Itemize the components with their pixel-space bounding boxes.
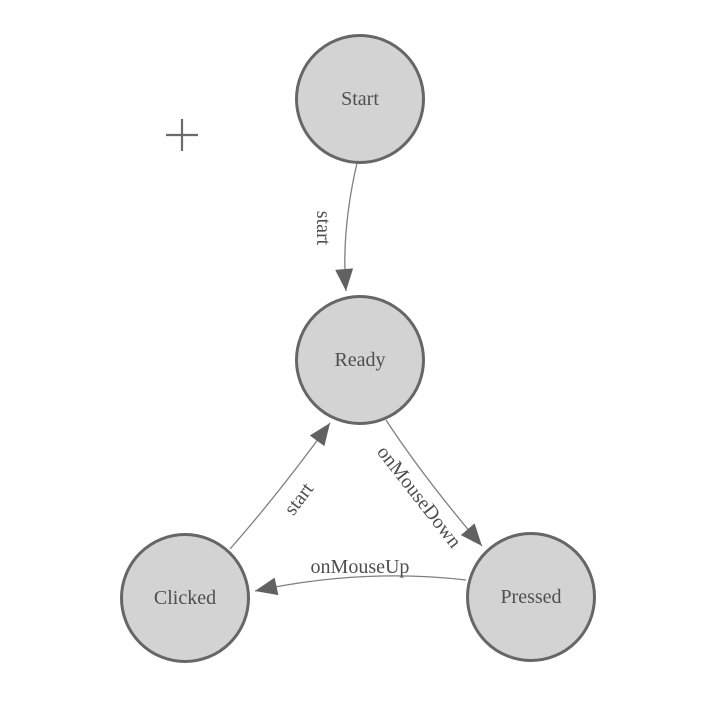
edge-clicked-to-ready[interactable] [229,422,331,550]
state-node-start[interactable]: Start [295,34,425,164]
state-node-pressed-label: Pressed [500,586,561,608]
state-node-clicked-circle[interactable] [120,533,250,663]
edge-ready-to-pressed[interactable] [385,419,483,547]
edge-label-pressed-to-clicked: onMouseUp [311,556,410,578]
state-node-ready-label: Ready [334,349,385,371]
state-node-clicked-label: Clicked [154,587,216,609]
state-node-pressed[interactable]: Pressed [466,532,596,662]
state-node-start-label: Start [341,88,379,110]
state-node-ready-circle[interactable] [295,295,425,425]
edge-label-ready-to-pressed: onMouseDown [372,442,465,553]
state-node-ready[interactable]: Ready [295,295,425,425]
state-node-clicked[interactable]: Clicked [120,533,250,663]
edge-label-clicked-to-ready: start [280,478,319,519]
edge-start-to-ready[interactable] [335,162,358,292]
plus-crosshair-icon [166,119,198,151]
edge-label-start-to-ready: start [312,211,334,246]
state-node-pressed-circle[interactable] [466,532,596,662]
state-node-start-circle[interactable] [295,34,425,164]
edge-pressed-to-clicked[interactable] [254,575,467,596]
